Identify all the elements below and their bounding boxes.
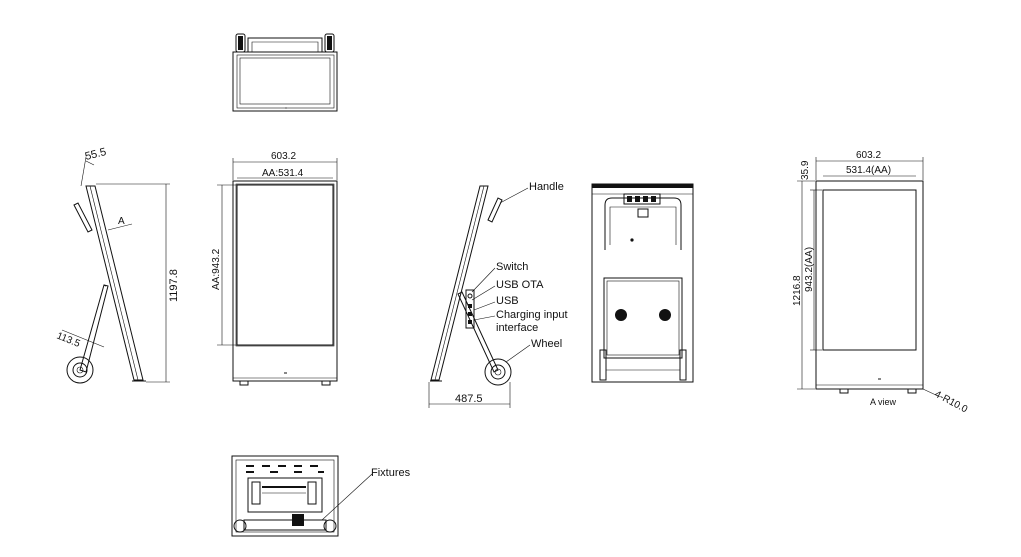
a-view-title: A view bbox=[870, 397, 897, 407]
label-charging-2: interface bbox=[496, 322, 538, 334]
dim-a-aa-height: 943.2(AA) bbox=[804, 247, 815, 292]
label-handle: Handle bbox=[529, 181, 564, 193]
dim-side-angle: A bbox=[118, 216, 125, 227]
label-usb-ota: USB OTA bbox=[496, 279, 544, 291]
dim-front-width: 603.2 bbox=[271, 151, 296, 162]
label-switch: Switch bbox=[496, 261, 528, 273]
top-view bbox=[232, 33, 338, 112]
dim-a-aa-width: 531.4(AA) bbox=[846, 165, 891, 176]
label-usb: USB bbox=[496, 295, 519, 307]
a-view: 603.2 531.4(AA) 1216.8 943.2(AA) 35.9 4-… bbox=[792, 150, 970, 416]
dim-a-top-bezel: 35.9 bbox=[800, 160, 811, 180]
label-charging-1: Charging input bbox=[496, 309, 568, 321]
rear-view bbox=[591, 183, 694, 383]
dim-front-aa-height: AA:943.2 bbox=[211, 248, 222, 290]
dim-a-height: 1216.8 bbox=[792, 275, 803, 306]
label-fixtures: Fixtures bbox=[371, 467, 411, 479]
bottom-view: Fixtures bbox=[231, 455, 411, 537]
dim-a-corner: 4-R10.0 bbox=[933, 389, 970, 416]
side-view-callouts: 487.5 Handle Switch USB OTA USB Charging… bbox=[428, 181, 568, 408]
dim-side-wheel: 113.5 bbox=[55, 331, 82, 350]
dim-depth: 487.5 bbox=[455, 393, 483, 405]
dim-side-tilt: 55.5 bbox=[84, 146, 108, 163]
front-view: 603.2 AA:531.4 AA:943.2 bbox=[211, 151, 338, 386]
dim-side-height: 1197.8 bbox=[168, 269, 180, 302]
label-wheel: Wheel bbox=[531, 338, 562, 350]
dim-front-aa-width: AA:531.4 bbox=[262, 168, 304, 179]
side-view: 55.5 1197.8 A 113.5 bbox=[55, 146, 180, 384]
dim-a-width: 603.2 bbox=[856, 150, 881, 161]
